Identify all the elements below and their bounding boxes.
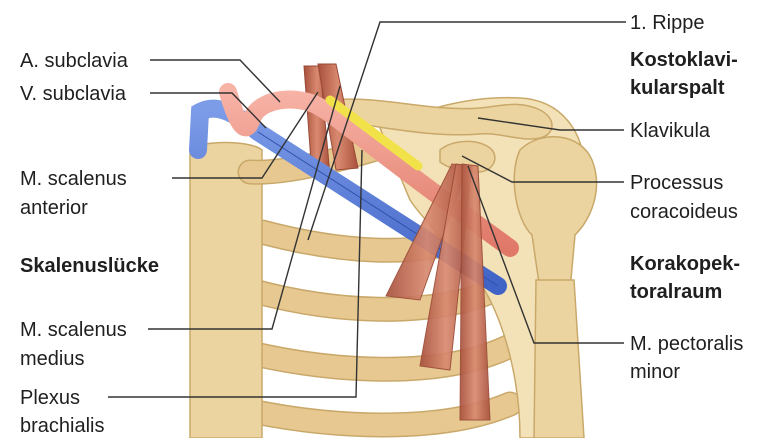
label-korakopektoralraum-line1: Korakopek- <box>630 253 740 275</box>
label-plexus-line1: Plexus <box>20 387 80 409</box>
sternum <box>190 143 262 438</box>
label-scalenus-anterior-line1: M. scalenus <box>20 168 127 190</box>
label-scalenus-medius-line1: M. scalenus <box>20 319 127 341</box>
label-processus-line1: Processus <box>630 172 723 194</box>
humerus-shaft <box>534 280 584 438</box>
label-plexus-line2: brachialis <box>20 415 104 437</box>
label-pectoralis-line1: M. pectoralis <box>630 333 743 355</box>
label-kostoklavikularspalt-line2: kularspalt <box>630 77 725 99</box>
label-v-subclavia: V. subclavia <box>20 83 127 105</box>
label-scalenus-anterior-line2: anterior <box>20 197 88 219</box>
label-skalenusluecke: Skalenuslücke <box>20 255 159 277</box>
label-kostoklavikularspalt-line1: Kostoklavi- <box>630 49 738 71</box>
label-scalenus-medius-line2: medius <box>20 348 84 370</box>
label-a-subclavia: A. subclavia <box>20 50 129 72</box>
pectoralis-minor-muscle <box>386 164 490 420</box>
label-korakopektoralraum-line2: toralraum <box>630 281 722 303</box>
label-klavikula: Klavikula <box>630 120 711 142</box>
label-1-rippe: 1. Rippe <box>630 12 705 34</box>
label-pectoralis-line2: minor <box>630 361 680 383</box>
label-processus-line2: coracoideus <box>630 201 738 223</box>
